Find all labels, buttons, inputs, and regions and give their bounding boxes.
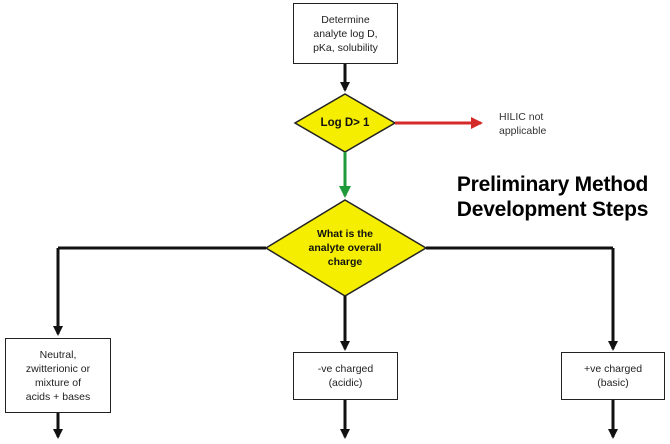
charge-decision-label: What is the analyte overall charge (308, 228, 382, 268)
page-title: Preliminary Method Development Steps (456, 173, 649, 221)
hilic-not-applicable-text: HILIC not applicable (499, 111, 547, 137)
neutral-zwitterionic-box: Neutral, zwitterionic or mixture of acid… (5, 338, 111, 413)
positive-charged-box: +ve charged (basic) (561, 352, 665, 400)
logd-decision-label: Log D> 1 (320, 117, 370, 129)
negative-charged-box: -ve charged (acidic) (293, 352, 398, 400)
determine-analyte-box: Determine analyte log D, pKa, solubility (293, 3, 398, 64)
